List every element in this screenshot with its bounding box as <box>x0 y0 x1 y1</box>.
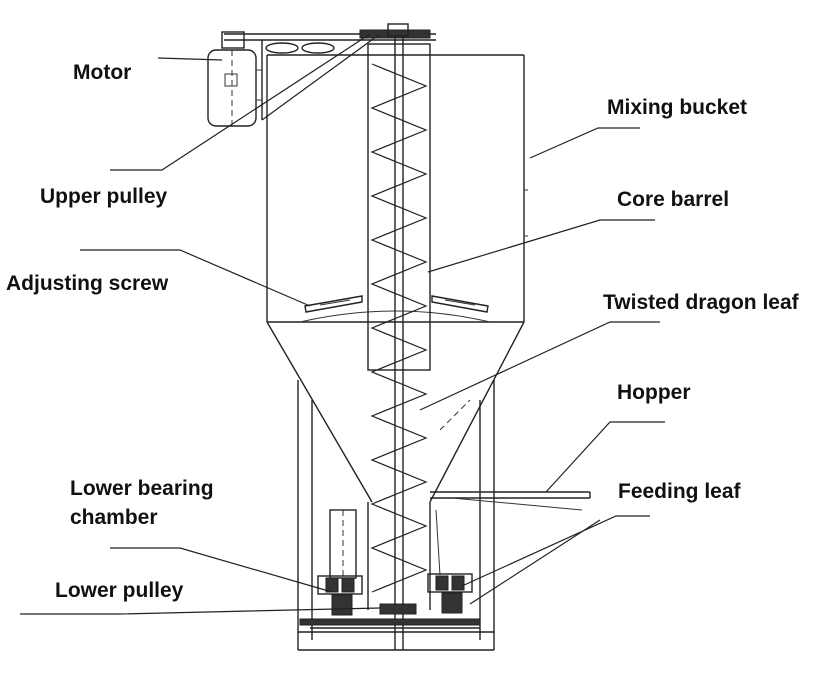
label-adjusting-screw: Adjusting screw <box>6 272 169 295</box>
leader-lower-pulley <box>20 607 381 615</box>
label-lower-bearing-chamber-line2: chamber <box>70 506 158 529</box>
label-lower-bearing-chamber-line1: Lower bearing <box>70 477 214 500</box>
mixing-bucket <box>266 54 528 322</box>
label-motor: Motor <box>73 61 132 84</box>
lower-mechanism <box>299 509 481 629</box>
label-feeding-leaf: Feeding leaf <box>618 480 741 503</box>
leader-mixing-bucket <box>529 127 640 159</box>
leader-lines <box>20 33 665 615</box>
core-barrel <box>367 34 431 650</box>
label-core-barrel: Core barrel <box>617 188 730 211</box>
label-mixing-bucket: Mixing bucket <box>607 96 748 119</box>
leader-adjusting-screw <box>80 249 311 307</box>
label-upper-pulley: Upper pulley <box>40 185 168 208</box>
adjusting-screw-plates <box>304 295 489 313</box>
label-twisted-dragon-leaf: Twisted dragon leaf <box>603 291 799 314</box>
feeding-hopper <box>430 491 591 576</box>
leader-core-barrel <box>427 219 655 273</box>
leader-upper-pulley-2 <box>261 33 381 121</box>
leader-lower-bearing <box>110 547 333 593</box>
leader-feeding-leaf-2 <box>469 519 601 605</box>
leader-motor <box>157 57 223 61</box>
motor <box>207 31 262 130</box>
leader-twisted-dragon-leaf <box>419 321 660 411</box>
leader-hopper <box>545 421 665 493</box>
leader-feeding-leaf-1 <box>461 515 650 587</box>
leader-upper-pulley <box>110 33 371 171</box>
label-lower-pulley: Lower pulley <box>55 579 184 602</box>
label-hopper: Hopper <box>617 381 691 404</box>
upper-pulley-assembly <box>224 23 436 120</box>
twisted-dragon-leaf-spiral <box>370 63 428 593</box>
stand <box>297 380 495 651</box>
